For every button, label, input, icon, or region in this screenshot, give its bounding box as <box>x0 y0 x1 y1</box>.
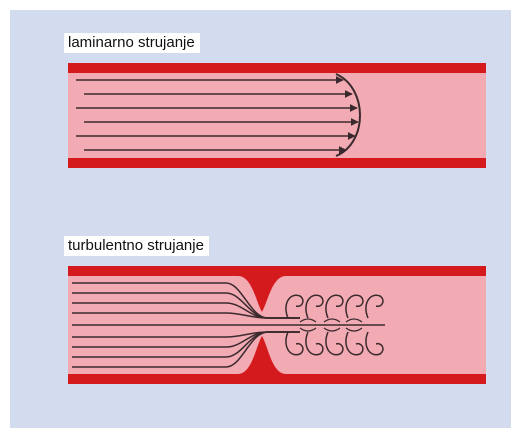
laminar-bottom-wall <box>68 158 486 168</box>
turbulent-bottom-wall <box>68 374 486 384</box>
laminar-vessel <box>68 63 486 168</box>
turbulent-vessel <box>68 266 486 384</box>
laminar-top-wall <box>68 63 486 73</box>
turbulent-top-wall <box>68 266 486 276</box>
turbulent-flow-label: turbulentno strujanje <box>64 236 209 256</box>
laminar-lumen <box>68 63 486 168</box>
laminar-flow-label: laminarno strujanje <box>64 33 200 53</box>
